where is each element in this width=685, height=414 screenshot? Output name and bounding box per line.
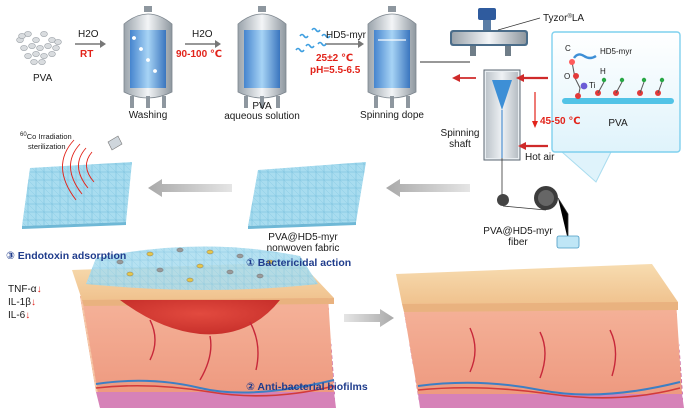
spinning-shaft-label-2: shaft: [449, 139, 471, 150]
spinning-shaft-label-1: Spinning: [440, 128, 480, 139]
sterilized-fabric: [22, 135, 132, 229]
temp-45-50-label: 45-50 ℃: [540, 116, 581, 127]
ph-label: pH=5.5-6.5: [310, 65, 361, 76]
gray-arrow-left-2: [148, 179, 232, 197]
washing-label: Washing: [128, 110, 168, 121]
tnf-label: TNF-α↓: [8, 284, 42, 295]
inset-pva-label: PVA: [608, 118, 628, 129]
inset-c-label: C: [565, 44, 571, 53]
gray-arrow-right: [344, 309, 394, 327]
temp-90-100-label: 90-100 ℃: [176, 49, 223, 60]
nonwoven-fabric: [248, 162, 366, 229]
anti-biofilm-label: ② Anti-bacterial biofilms: [246, 381, 368, 393]
fabric-label-2: nonwoven fabric: [266, 243, 340, 254]
inset-h-label: H: [600, 67, 606, 76]
temp-25-label: 25±2 ℃: [316, 53, 354, 64]
hot-air-label: Hot air: [525, 152, 555, 163]
sterilization-label: sterilization: [28, 142, 66, 151]
water-label-2: H2O: [192, 29, 213, 40]
spinning-dope-label: Spinning dope: [360, 110, 424, 121]
pump-icon: [450, 8, 541, 56]
inset-o-label: O: [564, 72, 571, 81]
il6-label: IL-6↓: [8, 310, 31, 321]
healed-skin-block: [396, 264, 684, 408]
fiber-rollers: [497, 158, 580, 249]
pva-pellets: [16, 31, 62, 65]
reaction-tanks: [123, 6, 417, 108]
irradiation-waves-icon: [62, 139, 95, 201]
bactericidal-action-label: ① Bactericidal action: [246, 257, 352, 269]
radiation-source-icon: [107, 135, 123, 151]
rt-label: RT: [80, 49, 94, 60]
hd5-myr-molecules-icon: [295, 27, 331, 53]
molecular-inset: [551, 31, 681, 183]
irradiation-label: 60Co Irradiation: [20, 132, 72, 141]
aqueous-solution-label-2: aqueous solution: [224, 111, 300, 122]
gray-arrow-left-1: [386, 179, 470, 197]
inset-hd5-myr-label: HD5-myr: [600, 47, 632, 56]
bacteria-dots: [116, 247, 274, 283]
wounded-skin-block: [72, 246, 336, 408]
hd5-myr-label: HD5-myr: [326, 30, 366, 41]
endotoxin-adsorption-label: ③ Endotoxin adsorption: [6, 250, 127, 262]
water-label-1: H2O: [78, 29, 99, 40]
fiber-label-1: PVA@HD5-myr: [483, 226, 553, 237]
pva-label: PVA: [33, 73, 53, 84]
tyzor-label: Tyzor®LA: [543, 13, 585, 24]
aqueous-solution-label-1: PVA: [252, 101, 272, 112]
il1-label: IL-1β↓: [8, 297, 36, 308]
fiber-label-2: fiber: [508, 237, 528, 248]
fabric-label-1: PVA@HD5-myr: [268, 232, 338, 243]
process-arrows: [75, 40, 470, 63]
inset-ti-label: Ti: [589, 81, 596, 90]
